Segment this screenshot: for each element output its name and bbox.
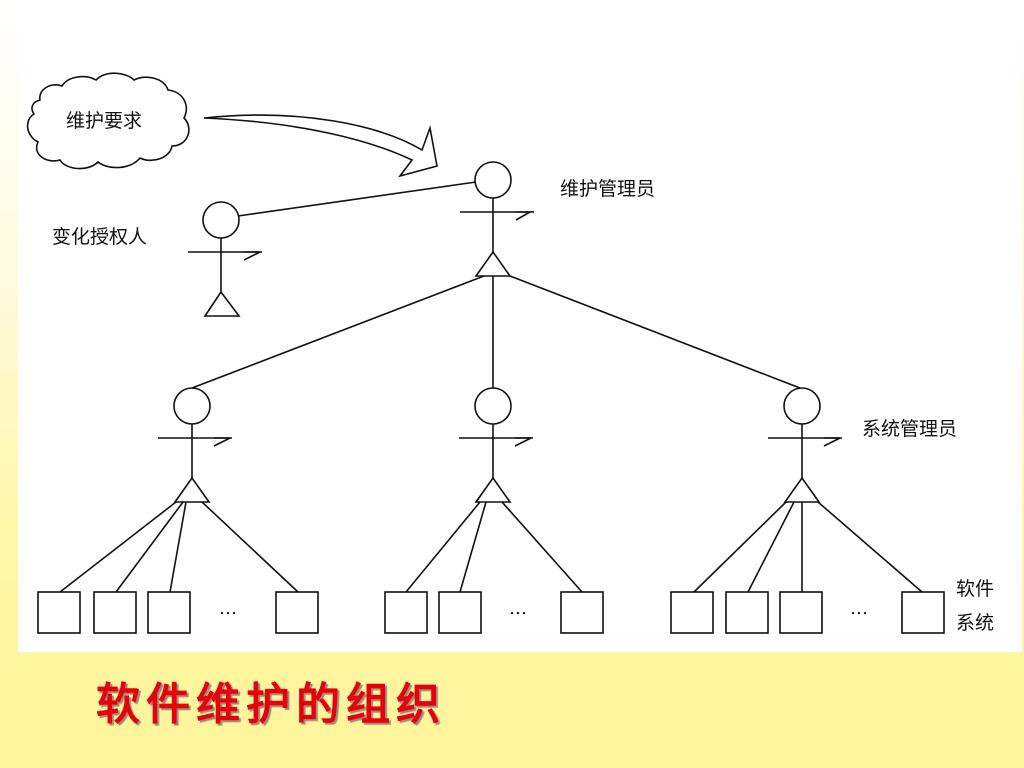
- manager-link-right: [509, 275, 801, 389]
- change-authorizer-label: 变化授权人: [52, 226, 148, 248]
- diagram-panel: [18, 0, 1022, 652]
- change-authorizer-figure: [188, 201, 262, 317]
- maintenance-manager-figure: [460, 161, 534, 277]
- authorizer-connector: [237, 181, 477, 217]
- software-system-label-line2: 系统: [956, 612, 995, 634]
- page-title: 软件维护的组织: [96, 679, 446, 730]
- system-manager-figure-right: [768, 387, 842, 503]
- system-manager-figure-left: [158, 387, 232, 503]
- request-arrow: [203, 114, 438, 178]
- software-boxes-left: [37, 591, 319, 634]
- maintenance-manager-label: 维护管理员: [560, 178, 656, 200]
- software-system-label-line1: 软件: [956, 578, 995, 600]
- org-diagram: … … …: [26, 72, 945, 634]
- software-boxes-center: [384, 591, 604, 634]
- ellipsis-center: …: [509, 598, 527, 619]
- ellipsis-right: …: [850, 598, 868, 619]
- software-links-left: [59, 501, 299, 593]
- ellipsis-left: …: [219, 598, 237, 619]
- cloud-shape: [26, 72, 190, 170]
- cloud-label: 维护要求: [66, 110, 143, 132]
- system-manager-figure-center: [459, 387, 533, 503]
- software-links-center: [405, 501, 583, 593]
- manager-link-left: [191, 275, 485, 389]
- software-links-right: [693, 501, 923, 593]
- system-manager-label: 系统管理员: [862, 418, 958, 440]
- software-boxes-right: [670, 591, 945, 634]
